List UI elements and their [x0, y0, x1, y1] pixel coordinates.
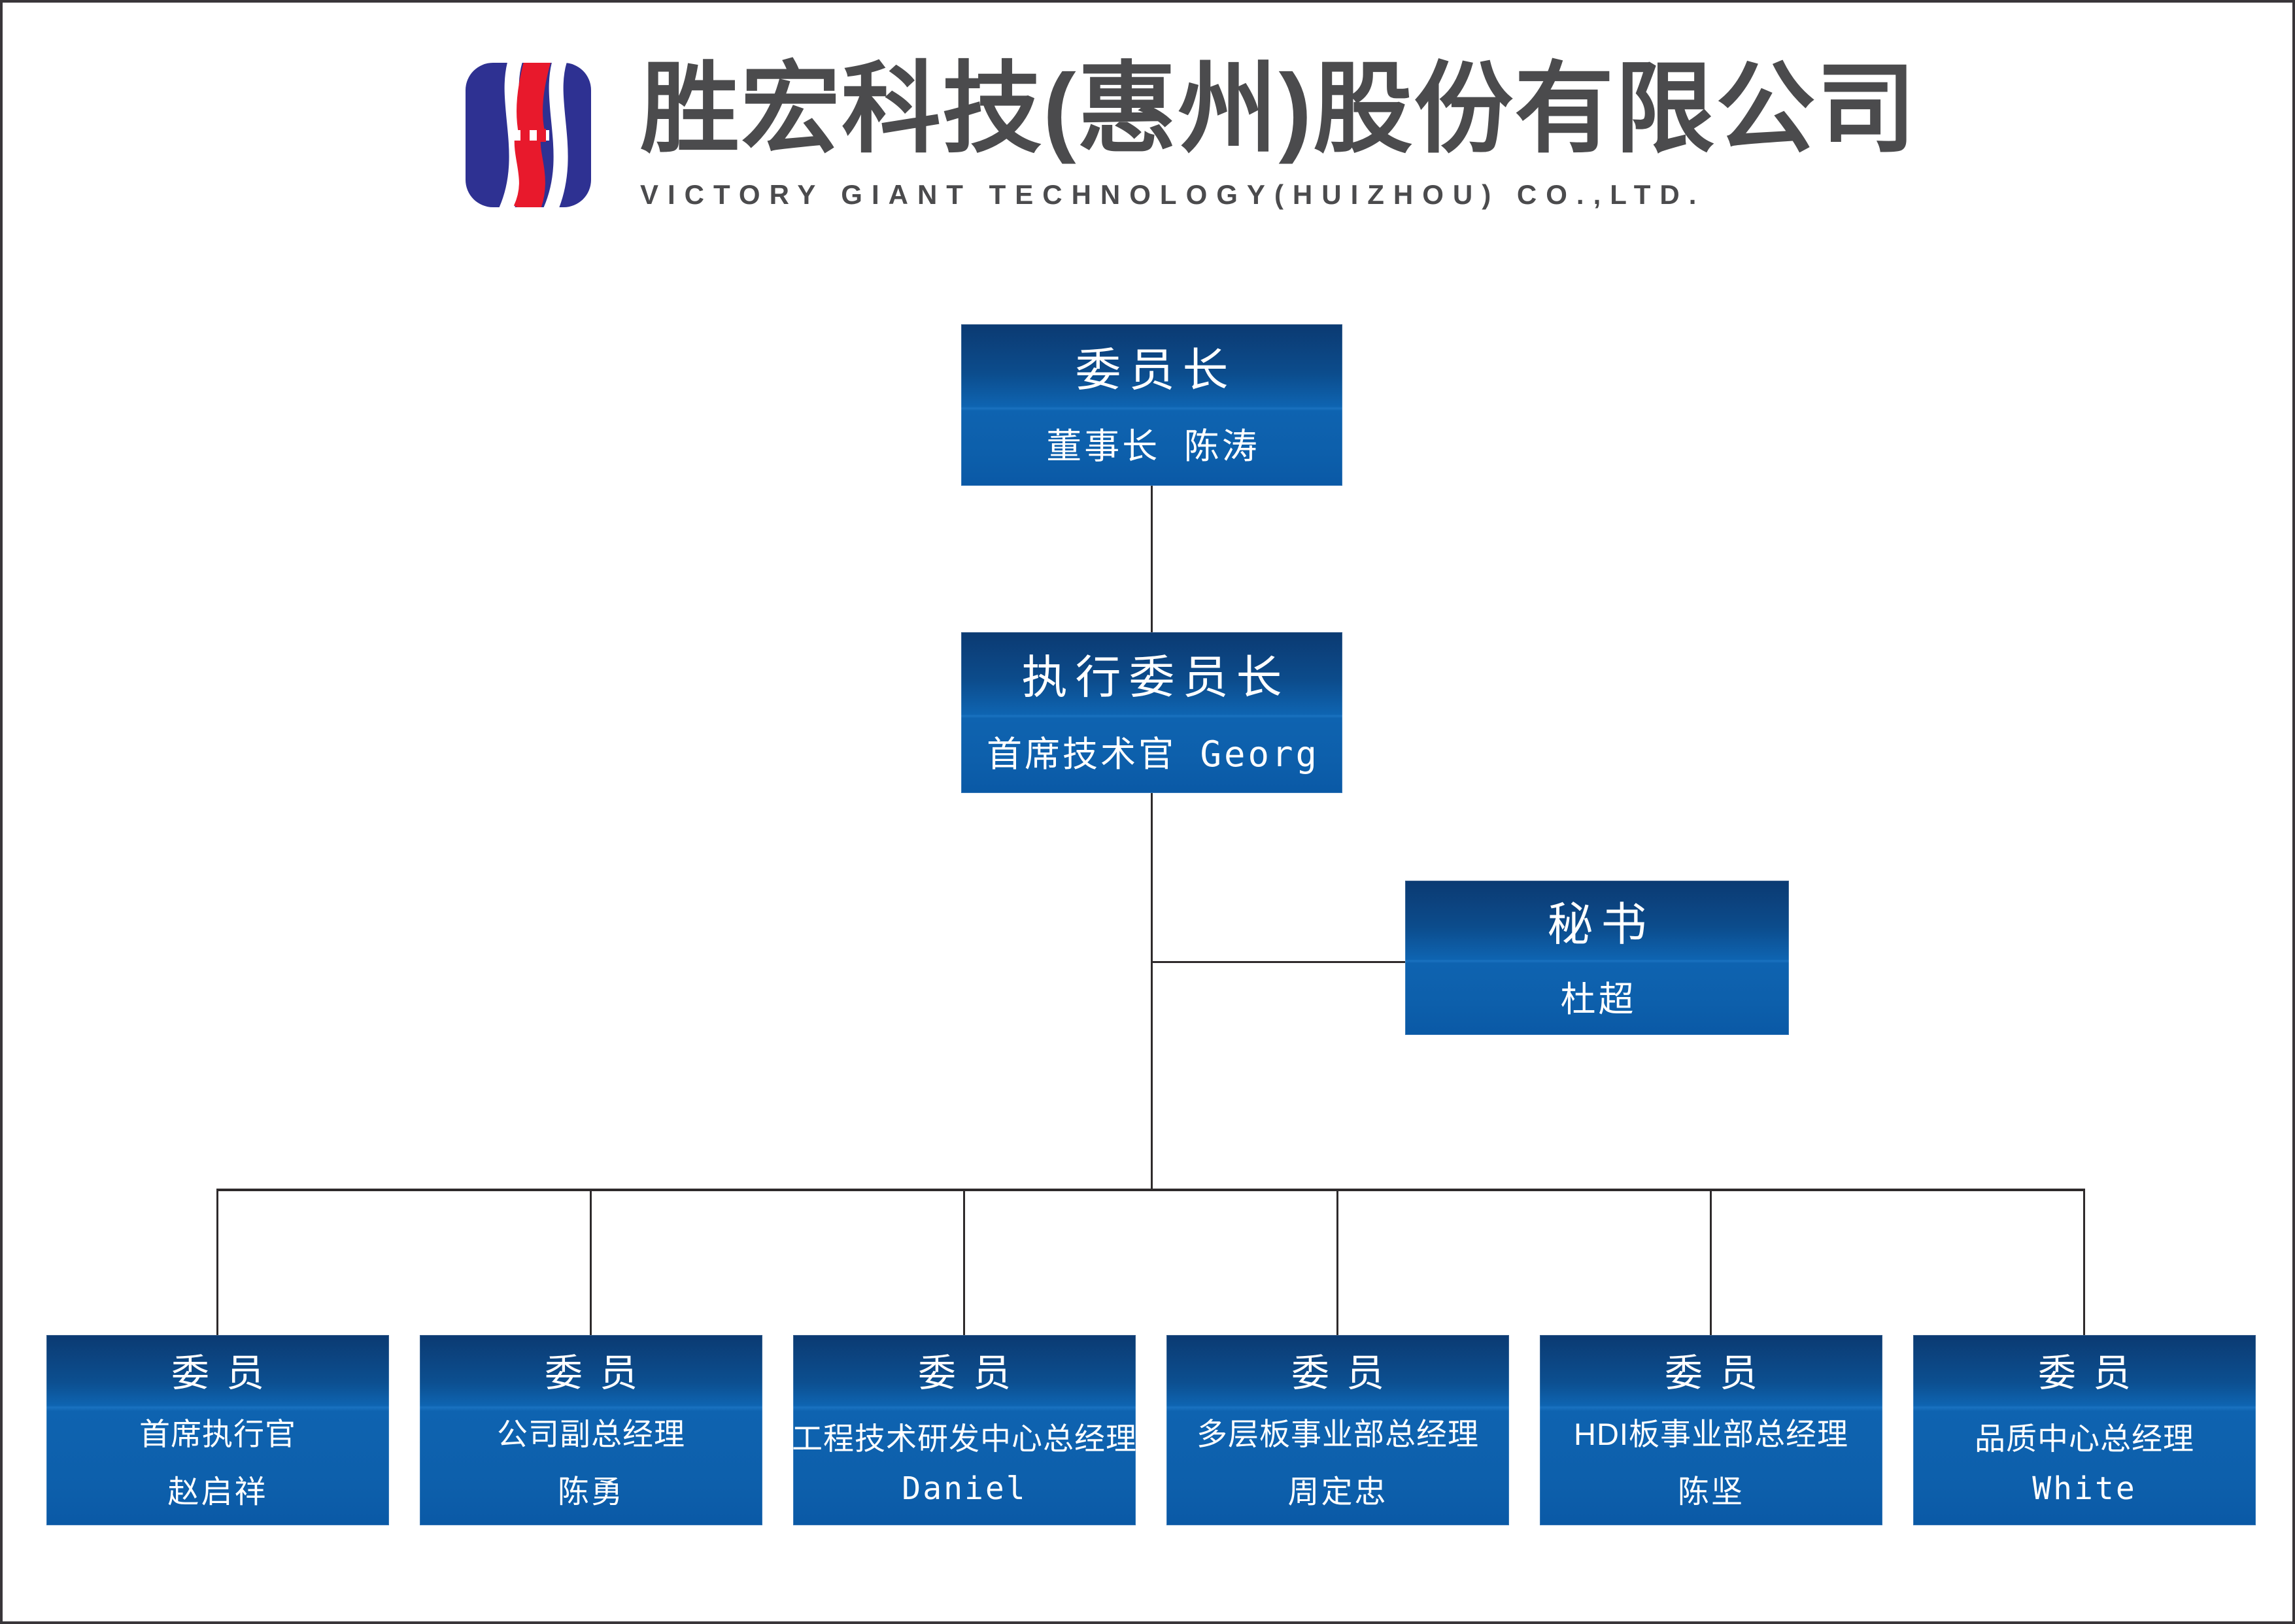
member-role: 公司副总经理	[497, 1416, 685, 1451]
node-title: 委员	[1664, 1351, 1775, 1395]
connector-executive-bus	[1151, 793, 1153, 1191]
member-role: 首席执行官	[139, 1416, 296, 1451]
node-member-6: 委员 品质中心总经理 White	[1913, 1335, 2256, 1525]
connector-drop-6	[2083, 1189, 2085, 1335]
connector-drop-3	[963, 1189, 965, 1335]
connector-drop-5	[1710, 1189, 1712, 1335]
member-role: 品质中心总经理	[1975, 1421, 2194, 1456]
node-secretary: 秘书 杜超	[1405, 881, 1789, 1035]
node-title: 委员	[171, 1351, 281, 1395]
company-header: 胜宏科技(惠州)股份有限公司 VICTORY GIANT TECHNOLOGY(…	[640, 54, 1918, 211]
node-subtitle: 首席技术官 Georg	[986, 733, 1320, 775]
member-name: White	[2032, 1470, 2137, 1507]
node-title: 委员	[1291, 1351, 1401, 1395]
member-name: 陈坚	[1677, 1473, 1744, 1510]
node-member-4: 委员 多层板事业部总经理 周定忠	[1166, 1335, 1509, 1525]
member-name: Daniel	[902, 1470, 1027, 1507]
node-subtitle: 杜超	[1560, 978, 1637, 1020]
member-name: 陈勇	[557, 1473, 624, 1510]
node-member-1: 委员 首席执行官 赵启祥	[46, 1335, 389, 1525]
node-subtitle: 董事长 陈涛	[1046, 426, 1260, 467]
member-role: 多层板事业部总经理	[1197, 1416, 1479, 1451]
node-member-2: 委员 公司副总经理 陈勇	[420, 1335, 762, 1525]
company-name-en: VICTORY GIANT TECHNOLOGY(HUIZHOU) CO.,LT…	[640, 178, 1706, 210]
node-title: 委员	[544, 1351, 654, 1395]
node-member-3: 委员 工程技术研发中心总经理 Daniel	[792, 1335, 1137, 1525]
node-title: 委员	[917, 1351, 1028, 1395]
node-title: 委员	[2037, 1351, 2148, 1395]
node-chairman: 委员长 董事长 陈涛	[961, 324, 1342, 486]
connector-drop-4	[1336, 1189, 1338, 1335]
connector-secretary	[1151, 961, 1406, 963]
node-title: 秘书	[1547, 898, 1655, 950]
member-role: HDI板事业部总经理	[1574, 1416, 1848, 1451]
company-name-zh: 胜宏科技(惠州)股份有限公司	[640, 54, 1918, 165]
connector-drop-1	[216, 1189, 218, 1335]
connector-chairman-executive	[1151, 486, 1153, 632]
connector-bus	[216, 1189, 2085, 1191]
member-role: 工程技术研发中心总经理	[792, 1421, 1137, 1456]
connector-drop-2	[590, 1189, 592, 1335]
node-title: 委员长	[1075, 344, 1236, 396]
node-title: 执行委员长	[1021, 652, 1290, 703]
node-member-5: 委员 HDI板事业部总经理 陈坚	[1540, 1335, 1882, 1525]
company-logo-icon	[466, 55, 591, 217]
member-name: 赵启祥	[167, 1473, 268, 1510]
node-executive-chairman: 执行委员长 首席技术官 Georg	[961, 632, 1342, 793]
member-name: 周定忠	[1287, 1473, 1388, 1510]
